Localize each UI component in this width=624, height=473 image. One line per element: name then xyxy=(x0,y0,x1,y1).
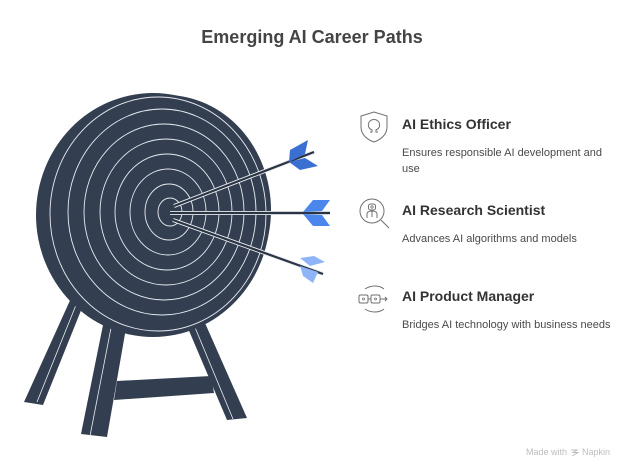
career-description: Bridges AI technology with business need… xyxy=(402,319,611,331)
career-title: AI Ethics Officer xyxy=(402,116,511,132)
bridge-connect-icon xyxy=(358,285,388,313)
career-title: AI Research Scientist xyxy=(402,202,546,218)
shield-omega-icon xyxy=(360,111,388,143)
made-with-napkin-badge: Made with Napkin xyxy=(526,447,610,457)
arrow-middle xyxy=(170,200,330,226)
target-face xyxy=(61,95,271,325)
footer-brand: Napkin xyxy=(581,447,610,457)
magnifier-robot-icon xyxy=(359,198,390,229)
target-stand xyxy=(24,296,247,437)
career-description: Ensures responsible AI development and u… xyxy=(402,147,602,175)
arrow-top xyxy=(173,140,318,208)
footer-text: Made with xyxy=(525,447,567,457)
page-title: Emerging AI Career Paths xyxy=(201,27,423,47)
career-description: Advances AI algorithms and models xyxy=(402,233,577,245)
career-title: AI Product Manager xyxy=(402,288,535,304)
napkin-logo-icon xyxy=(570,449,579,456)
arrow-bottom xyxy=(172,218,325,283)
